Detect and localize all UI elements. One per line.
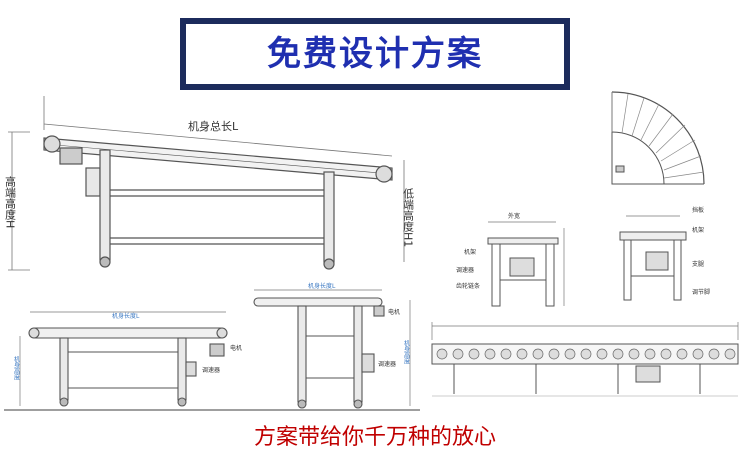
flat-motor-label: 电机 [230, 344, 242, 352]
flat-length-label: 机身长度L [112, 312, 140, 320]
banner-bottom-bar [180, 84, 570, 90]
banner-title: 免费设计方案 [267, 34, 483, 74]
belt-label-3: 支腿 [692, 260, 704, 268]
roller-label-1: 机架 [464, 248, 476, 256]
roller-cross-section-drawing [487, 221, 565, 307]
belt-label-1: 挡板 [692, 206, 704, 214]
roller-conveyor-drawing [431, 322, 739, 397]
incline-conveyor-drawing [8, 96, 405, 271]
footer-slogan: 方案带给你千万种的放心 [253, 425, 496, 450]
roller-label-2: 调速器 [456, 266, 474, 274]
side-length-label: 机身长度L [308, 282, 336, 290]
belt-label-2: 机架 [692, 226, 704, 234]
side-height-label: 机身高度 [403, 339, 410, 365]
title-banner: 免费设计方案 [180, 18, 570, 90]
belt-cross-section-drawing [619, 215, 687, 301]
curved-conveyor-drawing [611, 91, 705, 185]
flat-reducer-label: 调速器 [202, 366, 220, 374]
belt-label-4: 调节脚 [692, 288, 710, 296]
incline-low-end-label: 低端高度H1 [402, 188, 415, 248]
incline-high-end-label-group: 高端高度H [4, 175, 17, 229]
side-reducer-label: 调速器 [378, 360, 396, 368]
incline-high-end-label: 高端高度H [4, 175, 17, 229]
banner-top-bar [180, 18, 570, 24]
incline-length-label: 机身总长L [188, 119, 239, 133]
side-motor-label: 电机 [388, 308, 400, 316]
roller-width-label: 外宽 [508, 212, 520, 220]
roller-label-3: 齿轮链条 [456, 282, 480, 290]
banner-right-edge [564, 24, 570, 84]
flat-height-label: 机身高度 [13, 355, 20, 381]
side-view-drawing [253, 289, 411, 409]
banner-left-edge [180, 24, 186, 84]
flat-conveyor-drawing [4, 311, 420, 411]
